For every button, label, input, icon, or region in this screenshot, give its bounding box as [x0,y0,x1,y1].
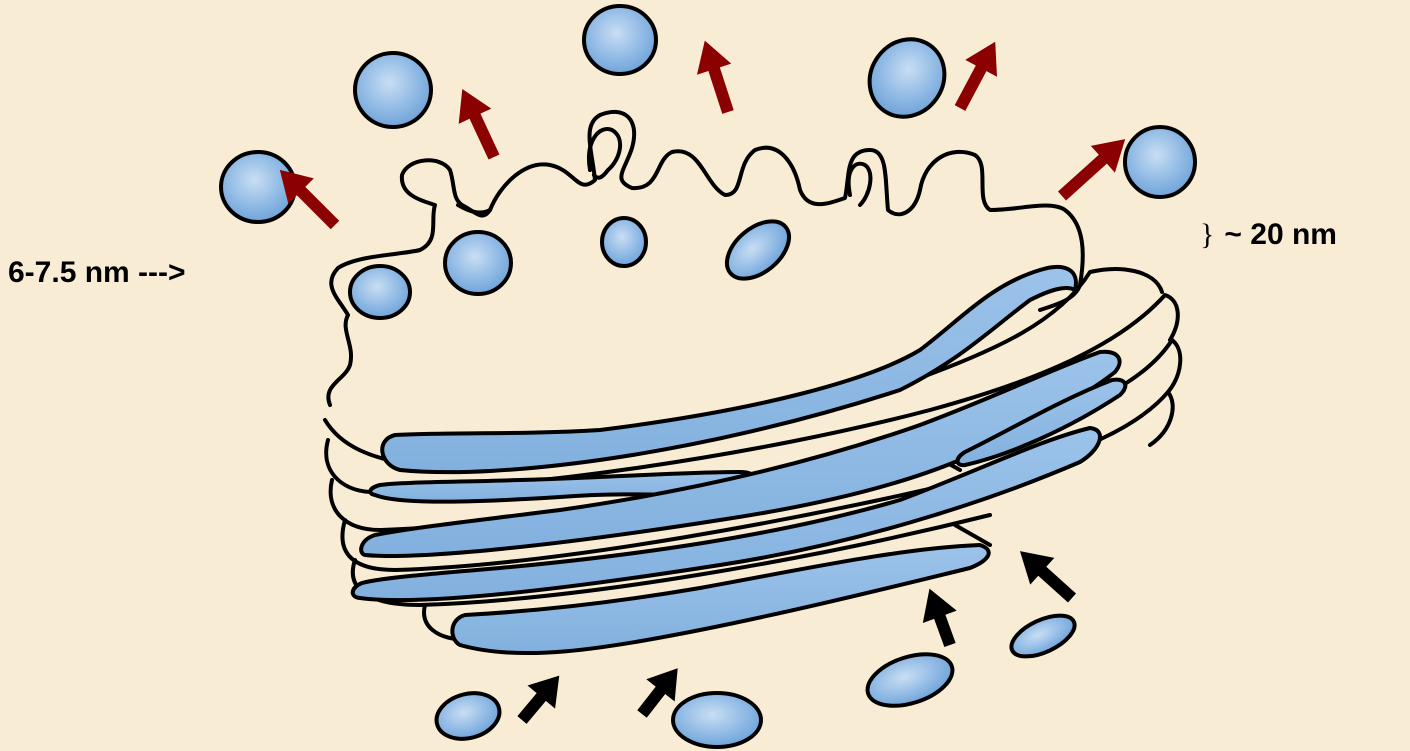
exit-arrow [688,35,745,117]
vesicle-size-label: 6-7.5 nm ---> [8,258,186,288]
brace-glyph: } [1200,218,1214,251]
vesicle [445,232,511,294]
vesicle [584,6,656,74]
entry-arrow [1008,538,1084,612]
exit-arrow [944,33,1011,116]
entry-arrow [508,664,573,732]
vesicle [673,693,761,747]
exit-arrow [446,81,510,164]
spacing-label: } ~ 20 nm [1200,220,1337,250]
vesicle [855,25,960,132]
vesicle [602,218,646,266]
trans-golgi-network [328,112,1082,405]
vesicle [355,53,431,127]
vesicle [1005,607,1080,665]
entry-arrow [913,582,967,651]
vesicle [1125,127,1195,197]
membrane-fold-2 [849,164,871,205]
vesicle [350,266,410,318]
vesicle [716,210,799,290]
membrane-fold-3 [458,205,490,212]
tubule-3 [955,525,990,545]
vesicle [431,686,504,745]
vesicle [221,152,295,222]
spacing-value: ~ 20 nm [1224,218,1337,251]
vesicle [861,645,959,716]
